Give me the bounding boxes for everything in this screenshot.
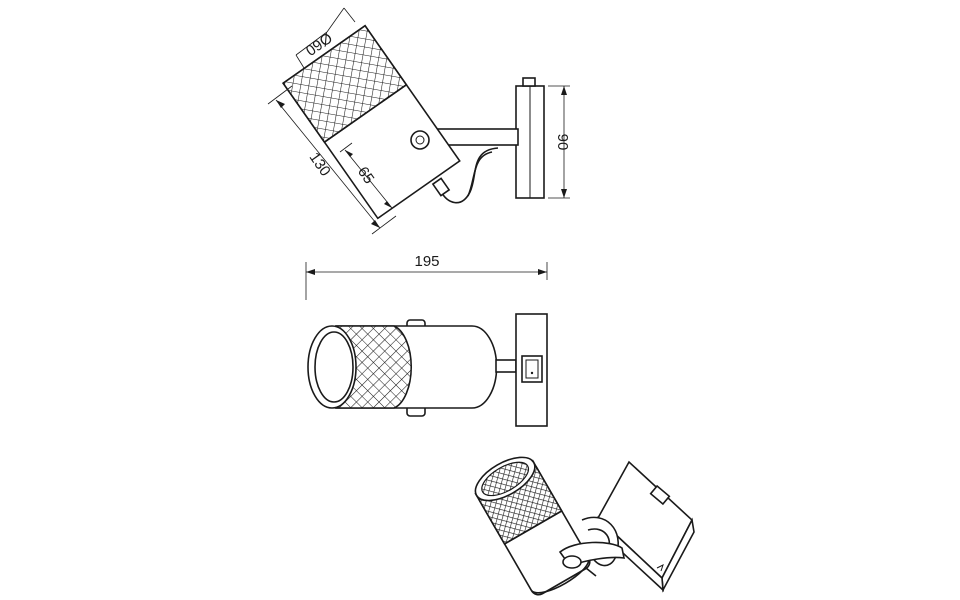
perspective-view [474, 456, 695, 596]
dimension-width-total: 195 [305, 253, 548, 300]
stem [495, 359, 517, 373]
dimension-height-plate: 90 [548, 85, 571, 199]
spot-head-3d [474, 456, 591, 596]
dimension-length-head-label: 65 [354, 164, 377, 187]
pivot-knob-3d [562, 555, 582, 569]
rocker-switch-3d [649, 484, 671, 506]
switch-nub [522, 77, 536, 87]
spot-head-side [282, 24, 461, 220]
dimension-length-total-label: 130 [306, 149, 334, 179]
dimension-width-total-label: 195 [414, 253, 439, 270]
dimension-height-plate-label: 90 [554, 134, 571, 151]
rocker-switch [521, 355, 543, 383]
mesh-grille-top [335, 325, 413, 409]
side-view [282, 24, 545, 220]
pivot-knob [410, 130, 430, 150]
dimension-length-head: 65 [339, 142, 393, 209]
top-view [307, 313, 548, 427]
lens-ring [307, 325, 357, 409]
